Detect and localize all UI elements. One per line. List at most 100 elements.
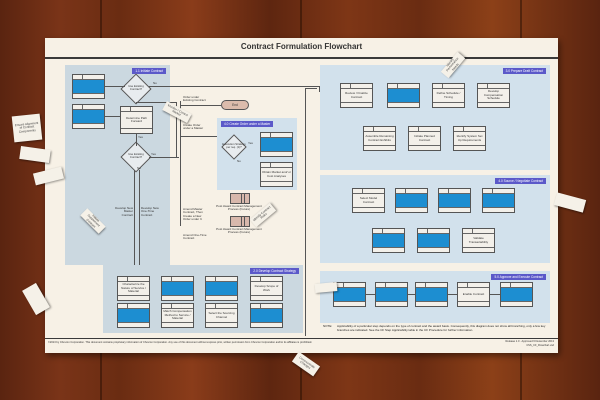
connector: [139, 170, 140, 270]
process-box[interactable]: [417, 228, 450, 253]
post-award-process-1[interactable]: [230, 193, 250, 204]
process-box[interactable]: [415, 282, 448, 307]
process-select-model[interactable]: Select Model Contract: [352, 188, 385, 213]
process-box[interactable]: [72, 104, 105, 129]
post-award-label: Post Award Contract Management Process (…: [216, 204, 262, 212]
connector: [149, 86, 319, 87]
process-validate-trans[interactable]: Validate Transactability: [462, 228, 495, 253]
footer-copyright: ©2013 by Chevron Corporation. This docum…: [48, 341, 313, 344]
process-assemble-exhibits[interactable]: Assemble Remaining Contract Exhibits: [363, 126, 396, 151]
process-box[interactable]: [333, 282, 366, 307]
process-review-finalize[interactable]: Review / Finalize Contract: [340, 83, 373, 108]
connector: [136, 102, 176, 103]
flow-label: Develop New One-Time Contract: [141, 206, 159, 217]
process-label: Enable Contract: [462, 291, 485, 296]
connector: [490, 294, 500, 295]
process-box[interactable]: [161, 276, 194, 301]
flow-label: Yes: [138, 135, 143, 139]
flow-label: Order under Existing Contract: [183, 95, 206, 103]
connector: [105, 116, 120, 117]
flow-label: Create Order under a Master: [183, 123, 204, 131]
title-rule: [45, 57, 558, 59]
process-label: Select Model Contract: [359, 196, 378, 204]
process-enable-contract[interactable]: Enable Contract: [457, 282, 490, 307]
process-box[interactable]: [395, 188, 428, 213]
process-label: Develop Compensation Schedule: [483, 89, 504, 101]
lane-tag-draft: 3.0 Prepare Draft Contract: [502, 68, 546, 74]
decision-label: Use Existing Contract?: [128, 152, 144, 159]
flow-label: Yes: [248, 141, 253, 145]
footer-rule: [45, 338, 558, 339]
connector: [180, 136, 220, 137]
process-determine-path[interactable]: Determine Path Forward: [120, 106, 153, 134]
connector: [180, 105, 221, 106]
process-box[interactable]: [250, 303, 283, 328]
loose-card[interactable]: Communicate Changes: [291, 351, 321, 377]
end-terminator[interactable]: End: [221, 100, 249, 110]
connector: [105, 86, 125, 87]
connector: [149, 157, 179, 158]
process-box[interactable]: [372, 228, 405, 253]
loose-card[interactable]: Ensure Alignment of Contract Components: [11, 113, 43, 143]
process-box[interactable]: [260, 132, 293, 157]
process-label: Define Schedule / Timing: [436, 91, 461, 99]
flow-label: Amend Master Contract, Then Create a New…: [183, 207, 203, 222]
process-label: Validate Transactability: [468, 236, 489, 244]
process-label: Develop Scope of Work: [254, 284, 279, 292]
process-label: Assemble Remaining Contract Exhibits: [365, 134, 394, 142]
process-label: Determine Path Forward: [126, 115, 147, 123]
connector: [305, 88, 306, 336]
connector: [180, 101, 181, 226]
lane-tag-initiate: 1.1 Initiate Contract: [132, 68, 166, 74]
process-label: Match Compensation Method to Service / M…: [163, 309, 192, 321]
connector: [448, 294, 457, 295]
process-box[interactable]: [72, 74, 105, 99]
connector: [136, 134, 137, 146]
note-text: Applicability of a particular step depen…: [337, 324, 546, 332]
post-award-process-2[interactable]: [230, 216, 250, 227]
process-label: Review / Finalize Contract: [345, 91, 368, 99]
lane-tag-strategy: 2.0 Develop Contract Strategy: [250, 268, 299, 274]
connector: [319, 86, 320, 92]
note-label: NOTE:: [323, 324, 333, 328]
loose-card[interactable]: [19, 145, 51, 164]
process-box[interactable]: [500, 282, 533, 307]
process-label: Identify System Set Up Requirements: [456, 134, 483, 142]
decision-label: Use Existing Contract?: [128, 84, 144, 91]
process-select-channel[interactable]: Select the Sourcing Channel: [205, 303, 238, 328]
process-label: Characterize the Nature of Service / Mat…: [121, 282, 146, 294]
process-initiate-planned[interactable]: Initiate Planned Contract: [408, 126, 441, 151]
flow-label: No: [137, 166, 141, 170]
process-box[interactable]: [117, 303, 150, 328]
connector: [176, 102, 177, 157]
process-scope-work[interactable]: Develop Scope of Work: [250, 276, 283, 301]
lane-tag-approve: 5.0 Approve and Execute Contract: [491, 274, 546, 280]
footer-release: Release 1.0 · Approved 6 December 2013: [505, 340, 554, 343]
process-box[interactable]: [375, 282, 408, 307]
lane-tag-source: 4.0 Source / Negotiate Contract: [495, 178, 546, 184]
process-box[interactable]: [387, 83, 420, 108]
flow-label: Yes: [151, 152, 156, 156]
process-characterize[interactable]: Characterize the Nature of Service / Mat…: [117, 276, 150, 301]
footer-filename: CSS_CF_Flowchart.vsd: [526, 344, 554, 347]
process-box[interactable]: [438, 188, 471, 213]
flow-label: No: [237, 159, 241, 163]
process-label: Select the Sourcing Channel: [208, 311, 235, 319]
connector: [305, 88, 317, 89]
loose-card[interactable]: [314, 282, 338, 293]
connector: [134, 170, 135, 270]
process-match-comp[interactable]: Match Compensation Method to Service / M…: [161, 303, 194, 328]
process-box[interactable]: [482, 188, 515, 213]
process-define-schedule[interactable]: Define Schedule / Timing: [432, 83, 465, 108]
connector: [408, 294, 415, 295]
loose-card[interactable]: [553, 192, 587, 213]
flow-label: No: [153, 81, 157, 85]
process-box[interactable]: [205, 276, 238, 301]
process-label: Obtain Market and/ or Cost Analyses: [262, 170, 292, 178]
process-identify-system[interactable]: Identify System Set Up Requirements: [453, 126, 486, 151]
flow-label: Develop New Master Contract: [115, 206, 133, 217]
lane-draft: 3.0 Prepare Draft Contract: [320, 65, 550, 170]
decision-label: Execution Strategy per req. (1)?: [222, 142, 246, 149]
process-obtain-market[interactable]: Obtain Market and/ or Cost Analyses: [260, 162, 293, 187]
process-develop-comp[interactable]: Develop Compensation Schedule: [477, 83, 510, 108]
